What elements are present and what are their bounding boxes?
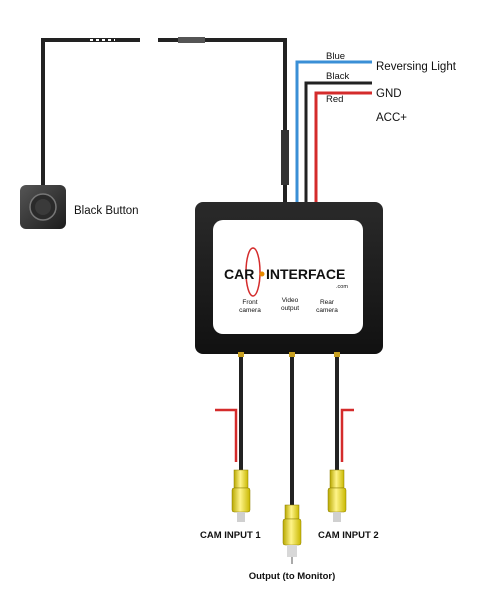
cam-input-1-label: CAM INPUT 1 [200,530,261,541]
port-front-line1: Front [242,299,257,306]
port-rear-line1: Rear [320,299,335,306]
logo-swoosh [245,247,261,297]
brand-car: CAR [224,266,254,282]
red-wire-label: Red [326,94,343,105]
acc-label: ACC+ [376,112,407,124]
brand-dot [259,271,265,277]
rca-connector-output [282,504,302,564]
cam-input-2-label: CAM INPUT 2 [318,530,379,541]
bottom-cables [215,352,354,505]
brand-interface: INTERFACE [266,266,345,282]
port-video-line1: Video [282,297,299,304]
output-monitor-label: Output (to Monitor) [249,571,336,582]
reversing-light-label: Reversing Light [376,61,457,73]
port-rear-line2: camera [316,307,338,314]
rca-connector-cam1 [231,469,251,522]
blue-wire-label: Blue [326,51,345,62]
rca-connector-cam2 [327,469,347,522]
black-button-label: Black Button [74,205,139,217]
port-video-line2: output [281,305,299,312]
port-front-line2: camera [239,307,261,314]
button-cable [41,37,289,205]
brand-sub: .com [336,284,348,290]
black-wire-label: Black [326,71,349,82]
interface-module [195,202,383,354]
power-wires [295,60,372,205]
gnd-label: GND [376,88,402,100]
black-button [20,185,66,229]
